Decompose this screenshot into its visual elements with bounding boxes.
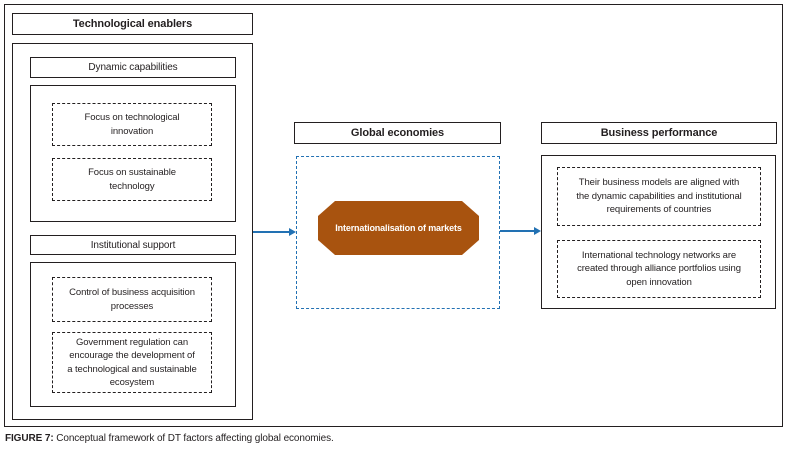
focus-technological-innovation-box: Focus on technological innovation <box>52 103 212 146</box>
arrow-tech-to-global-head <box>289 228 296 236</box>
global-economies-header: Global economies <box>294 122 501 144</box>
business-performance-header: Business performance <box>541 122 777 144</box>
figure-caption-text: Conceptual framework of DT factors affec… <box>53 433 334 444</box>
tech-enablers-header: Technological enablers <box>12 13 253 35</box>
arrow-global-to-business-head <box>534 227 541 235</box>
figure-caption-label: FIGURE 7: <box>5 433 54 444</box>
technology-networks-box: International technology networks are cr… <box>557 240 761 298</box>
figure-caption: FIGURE 7: Conceptual framework of DT fac… <box>5 433 775 444</box>
dynamic-capabilities-header: Dynamic capabilities <box>30 57 236 78</box>
institutional-support-header: Institutional support <box>30 235 236 255</box>
government-regulation-box: Government regulation can encourage the … <box>52 332 212 393</box>
business-models-box: Their business models are aligned with t… <box>557 167 761 226</box>
internationalisation-node: Internationalisation of markets <box>318 201 479 255</box>
control-business-acquisition-box: Control of business acquisition processe… <box>52 277 212 322</box>
focus-sustainable-technology-box: Focus on sustainable technology <box>52 158 212 201</box>
arrow-global-to-business-line <box>500 230 535 232</box>
arrow-tech-to-global-line <box>253 231 290 233</box>
